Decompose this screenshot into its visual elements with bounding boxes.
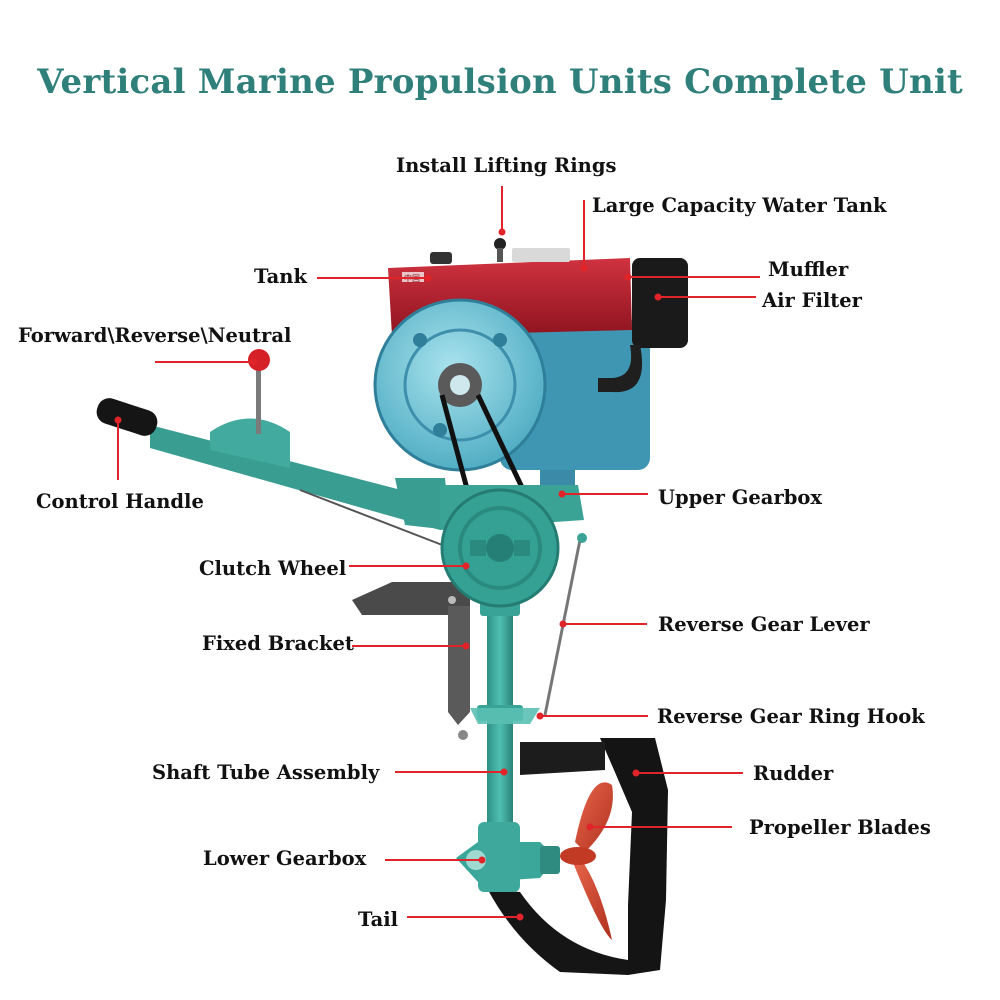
tail-skeg (488, 890, 628, 975)
label-clutch-wheel: Clutch Wheel (199, 557, 347, 580)
label-fixed-bracket: Fixed Bracket (202, 632, 354, 655)
diagram-title: Vertical Marine Propulsion Units Complet… (37, 62, 963, 102)
lower-gearbox-shape (456, 822, 560, 892)
label-reverse-gear-lever: Reverse Gear Lever (658, 613, 870, 636)
muffler-and-air-filter (598, 258, 688, 393)
label-tail: Tail (358, 908, 399, 931)
label-tank: Tank (254, 265, 307, 288)
leader-lines (114, 186, 760, 921)
rudder-shape (520, 738, 668, 975)
reverse-gear-lever-rod (470, 533, 587, 724)
gear-shift-lever (248, 349, 270, 434)
propeller-shape (560, 782, 613, 940)
lifting-ring (494, 238, 506, 262)
label-reverse-gear-ring-hook: Reverse Gear Ring Hook (657, 705, 925, 728)
fixed-bracket-shape (352, 582, 470, 740)
label-rudder: Rudder (753, 762, 834, 785)
clutch-wheel-shape (440, 488, 560, 608)
label-forward-reverse-neutral: Forward\Reverse\Neutral (18, 324, 292, 347)
control-handle-shape (96, 398, 451, 549)
label-muffler: Muffler (768, 258, 849, 281)
label-lower-gearbox: Lower Gearbox (203, 847, 367, 870)
drive-belts (439, 393, 531, 502)
label-air-filter: Air Filter (762, 289, 862, 312)
label-control-handle: Control Handle (36, 490, 204, 513)
flywheel (373, 298, 547, 472)
label-shaft-tube-assembly: Shaft Tube Assembly (152, 761, 380, 784)
label-upper-gearbox: Upper Gearbox (658, 486, 822, 509)
shaft-tube (487, 602, 513, 860)
label-propeller-blades: Propeller Blades (749, 816, 931, 839)
label-large-capacity-water-tank: Large Capacity Water Tank (592, 194, 887, 217)
label-install-lifting-rings: Install Lifting Rings (396, 154, 617, 177)
